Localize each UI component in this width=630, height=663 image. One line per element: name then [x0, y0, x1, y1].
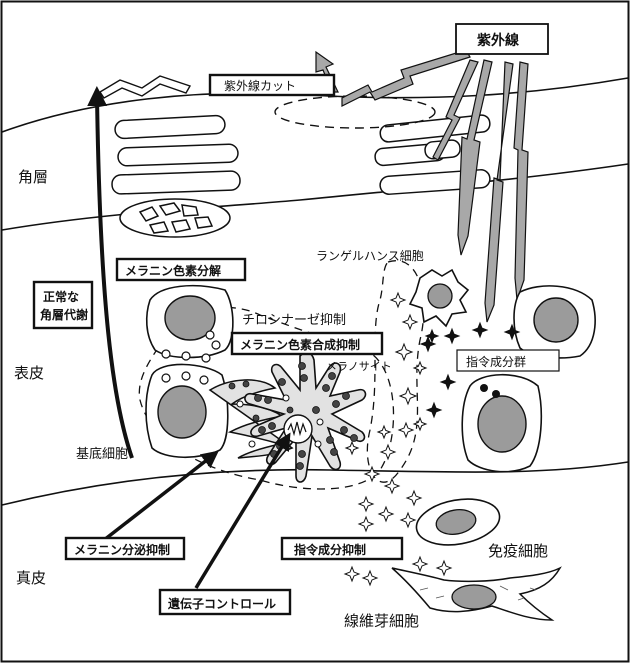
keratinocyte-right — [513, 285, 596, 359]
gene-control-box — [158, 588, 292, 616]
immune-cell — [415, 498, 501, 546]
uv-rays — [315, 49, 529, 323]
uv-ray-to-corneum — [432, 59, 479, 161]
synthesis-inhibition-box — [230, 331, 384, 356]
signal-star — [389, 291, 407, 309]
label-basal-cell: 基底細胞 — [76, 446, 128, 462]
signal-star — [399, 511, 417, 529]
label-melanin-synthesis-inhibition: メラニン色素合成抑制 — [240, 337, 360, 352]
signal-star — [401, 313, 419, 331]
keratinocyte-signal-source — [461, 373, 543, 473]
uv-ray-to-epidermis — [484, 61, 514, 323]
signal-star — [379, 443, 397, 461]
label-normal-turnover-2: 角層代謝 — [40, 307, 88, 322]
label-stratum-corneum: 角層 — [18, 168, 48, 186]
label-gene-control: 遺伝子コントロール — [167, 596, 276, 611]
signal-diffusion-zone — [366, 260, 425, 483]
signal-star — [443, 327, 461, 345]
label-dermis: 真皮 — [16, 569, 46, 587]
melanin-spread-zone — [138, 306, 395, 490]
signal-star — [412, 416, 428, 432]
signal-star — [398, 386, 418, 406]
dermal-junction-line — [1, 461, 629, 506]
turnover-arrow — [87, 86, 134, 459]
label-melanocyte: メラノサイト — [326, 360, 392, 373]
signal-star — [411, 555, 429, 573]
langerhans-cell — [408, 268, 470, 328]
melanocyte-dendrite — [208, 379, 294, 459]
label-epidermis: 表皮 — [14, 364, 44, 382]
signal-star — [471, 321, 489, 339]
uv-ray-to-keratinocyte — [513, 61, 529, 301]
uv-blocked-ray — [341, 49, 471, 107]
label-tyrosinase-inhibition: チロシナーゼ抑制 — [242, 313, 346, 328]
melanin-granules-dark — [228, 362, 358, 470]
label-langerhans: ランゲルハンス細胞 — [316, 249, 424, 263]
basal-cell — [145, 363, 229, 459]
label-immune-cell: 免疫細胞 — [488, 542, 548, 560]
label-signal-factors: 指令成分群 — [466, 354, 526, 369]
signal-star — [503, 323, 521, 341]
keratinocyte-upper — [145, 284, 234, 359]
label-uv-cut: 紫外線カット — [224, 78, 296, 93]
signal-star — [361, 569, 379, 587]
shedding-flake — [99, 75, 192, 99]
signal-star — [397, 421, 415, 439]
signal-star — [383, 477, 401, 495]
uv-cut-label-box — [208, 73, 336, 97]
fibroblast — [391, 566, 562, 621]
label-boxes — [32, 23, 560, 616]
secretion-inhibition-box — [64, 536, 186, 561]
signal-star — [376, 424, 392, 440]
label-melanin-secretion-inhibition: メラニン分泌抑制 — [74, 542, 170, 557]
signal-star — [435, 559, 453, 577]
signal-star — [424, 328, 440, 344]
signal-star — [419, 335, 437, 353]
signal-star — [357, 495, 375, 513]
signal-star — [439, 373, 457, 391]
corneum-boundary-line — [1, 163, 629, 231]
signal-star — [412, 360, 428, 376]
uv-cut-zone — [274, 95, 436, 129]
signal-star — [344, 440, 360, 456]
melanin-granules-light — [236, 394, 324, 448]
label-normal-turnover-1: 正常な — [43, 289, 79, 304]
uv-ray-to-langerhans — [457, 59, 493, 256]
uv-label-box — [455, 23, 549, 55]
signal-star — [343, 565, 361, 583]
signal-star — [363, 465, 381, 483]
signal-star — [357, 515, 375, 533]
label-melanin-breakdown: メラニン色素分解 — [125, 263, 221, 278]
granular-cell — [119, 198, 231, 238]
label-fibroblast: 線維芽細胞 — [344, 612, 419, 630]
signal-star — [405, 489, 423, 507]
secretion-leader — [102, 450, 219, 542]
gene-leader — [194, 432, 291, 589]
label-signal-inhibition: 指令成分抑制 — [294, 542, 366, 557]
turnover-box — [32, 280, 94, 330]
signal-factor-stars — [343, 291, 521, 587]
melanin-breakdown-box — [115, 257, 247, 282]
signal-star — [425, 401, 443, 419]
melanin-granules-open — [161, 330, 221, 385]
signal-star — [394, 342, 414, 362]
signal-star — [377, 505, 395, 523]
signal-inhibition-box — [280, 536, 404, 561]
signal-factors-box — [456, 349, 560, 372]
label-uv: 紫外線 — [477, 32, 519, 49]
leader-lines — [102, 432, 291, 589]
